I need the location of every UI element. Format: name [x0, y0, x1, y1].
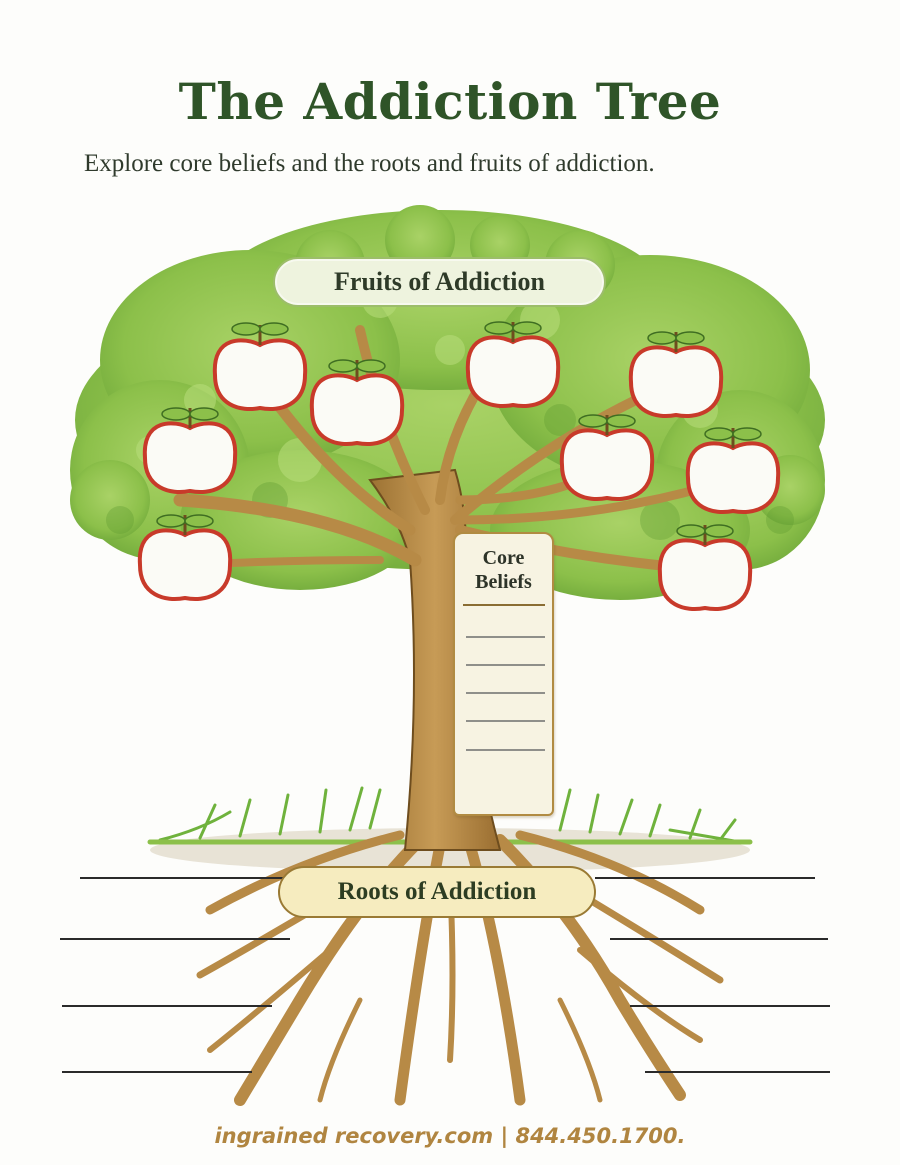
fruits-of-addiction-banner: Fruits of Addiction — [273, 257, 606, 307]
roots-of-addiction-banner: Roots of Addiction — [278, 866, 596, 918]
core-belief-write-line[interactable] — [466, 636, 545, 638]
root-write-line-left[interactable] — [80, 877, 285, 879]
root-write-line-left[interactable] — [62, 1071, 252, 1073]
apple — [137, 514, 233, 601]
apple — [559, 414, 655, 501]
core-belief-write-line[interactable] — [466, 720, 545, 722]
fruit-input-area[interactable] — [633, 354, 719, 414]
core-beliefs-panel: Core Beliefs — [453, 532, 554, 816]
fruit-input-area[interactable] — [662, 547, 748, 607]
root-write-line-left[interactable] — [60, 938, 290, 940]
fruit-input-area[interactable] — [314, 382, 400, 442]
fruit-input-area[interactable] — [564, 437, 650, 497]
core-belief-write-line[interactable] — [466, 749, 545, 751]
core-beliefs-title-line2: Beliefs — [475, 571, 532, 593]
fruit-input-area[interactable] — [142, 537, 228, 597]
root-write-line-right[interactable] — [595, 877, 815, 879]
apple — [685, 427, 781, 514]
root-write-line-right[interactable] — [630, 1005, 830, 1007]
core-belief-write-line[interactable] — [466, 692, 545, 694]
root-write-line-left[interactable] — [62, 1005, 272, 1007]
apple — [309, 359, 405, 446]
fruit-input-area[interactable] — [147, 430, 233, 490]
apple — [465, 321, 561, 408]
fruit-input-area[interactable] — [217, 347, 303, 407]
footer-contact: ingrained recovery.com | 844.450.1700. — [214, 1124, 686, 1148]
core-belief-write-line[interactable] — [466, 664, 545, 666]
fruit-input-area[interactable] — [470, 344, 556, 404]
apple — [628, 331, 724, 418]
page-subtitle: Explore core beliefs and the roots and f… — [84, 150, 655, 177]
root-write-line-right[interactable] — [645, 1071, 830, 1073]
root-write-line-right[interactable] — [610, 938, 828, 940]
apple — [657, 524, 753, 611]
apples — [137, 321, 781, 611]
core-beliefs-title: Core Beliefs — [455, 546, 552, 594]
core-beliefs-divider — [463, 604, 545, 606]
apple — [142, 407, 238, 494]
apple — [212, 322, 308, 411]
page-title: The Addiction Tree — [178, 72, 722, 131]
core-beliefs-title-line1: Core — [482, 547, 525, 569]
fruit-input-area[interactable] — [690, 450, 776, 510]
